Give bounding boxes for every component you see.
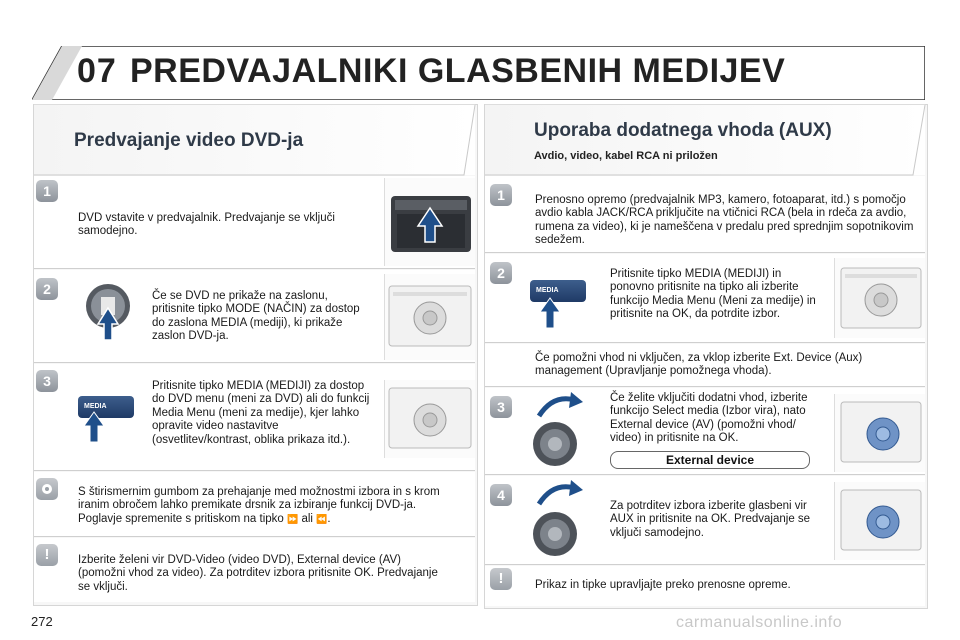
step-number-badge: 3 <box>490 396 512 418</box>
next-chapter-icon: ⏩ <box>287 513 299 524</box>
right-step-3-text: Če želite vključiti dodatni vhod, izberi… <box>610 392 808 445</box>
right-step-1-text: Prenosno opremo (predvajalnik MP3, kamer… <box>535 194 914 247</box>
left-step-3-text: Pritisnite tipko MEDIA (MEDIJI) za dosto… <box>152 380 370 446</box>
radio-panel-image <box>384 274 475 360</box>
radio-panel-image <box>834 394 925 472</box>
left-note-text: Izberite želeni vir DVD-Video (video DVD… <box>78 554 438 593</box>
right-step-1 <box>485 176 925 253</box>
previous-chapter-icon: ⏪ <box>316 513 328 524</box>
tip-end: . <box>327 512 331 525</box>
step-number-badge: 2 <box>36 278 58 300</box>
left-step-2-text: Če se DVD ne prikaže na zaslonu, pritisn… <box>152 290 360 343</box>
page-title: PREDVAJALNIKI GLASBENIH MEDIJEV <box>130 52 786 90</box>
right-section-title: Uporaba dodatnega vhoda (AUX) <box>534 120 832 141</box>
radio-panel-image <box>384 380 475 458</box>
right-ext-info <box>485 344 925 387</box>
rotary-knob-icon <box>525 478 595 560</box>
left-header-divider <box>34 104 476 176</box>
external-device-button[interactable]: External device <box>610 451 810 469</box>
right-note <box>485 566 925 606</box>
header-band <box>32 46 925 100</box>
right-section-subtitle: Avdio, video, kabel RCA ni priložen <box>534 150 718 162</box>
warning-icon: ! <box>36 544 58 566</box>
right-header-divider <box>485 104 926 176</box>
left-section-header <box>34 104 475 175</box>
step-number-badge: 1 <box>490 184 512 206</box>
right-step-2-text: Pritisnite tipko MEDIA (MEDIJI) in ponov… <box>610 268 816 321</box>
gear-icon <box>36 478 58 500</box>
dvd-slot-image <box>384 178 475 266</box>
radio-panel-image <box>834 482 925 560</box>
left-tip <box>34 472 475 537</box>
page-number: 272 <box>31 614 53 629</box>
mode-button-icon <box>84 282 132 341</box>
right-section-header <box>485 104 925 175</box>
rotary-knob-icon <box>525 390 595 470</box>
tip-text: S štirismernim gumbom za prehajanje med … <box>78 486 440 525</box>
step-number-badge: 4 <box>490 484 512 506</box>
left-step-1-text: DVD vstavite v predvajalnik. Predvajanje… <box>78 212 335 238</box>
right-note-text: Prikaz in tipke upravljajte preko prenos… <box>535 579 791 591</box>
warning-icon: ! <box>490 568 512 590</box>
radio-panel-image <box>834 258 925 338</box>
up-arrow-icon <box>539 297 561 329</box>
right-ext-info-text: Če pomožni vhod ni vključen, za vklop iz… <box>535 352 863 378</box>
up-arrow-icon <box>83 411 105 443</box>
media-button-icon: MEDIA <box>530 280 586 302</box>
left-section-title: Predvajanje video DVD-ja <box>74 130 304 151</box>
media-button-icon: MEDIA <box>78 396 134 418</box>
right-step-4-text: Za potrditev izbora izberite glasbeni vi… <box>610 500 811 539</box>
left-note <box>34 538 475 602</box>
watermark: carmanualsonline.info <box>676 614 843 631</box>
chapter-number: 07 <box>77 52 117 90</box>
left-tip-text: S štirismernim gumbom za prehajanje med … <box>78 486 456 526</box>
tip-or: ali <box>301 512 313 525</box>
step-number-badge: 3 <box>36 370 58 392</box>
step-number-badge: 2 <box>490 262 512 284</box>
step-number-badge: 1 <box>36 180 58 202</box>
